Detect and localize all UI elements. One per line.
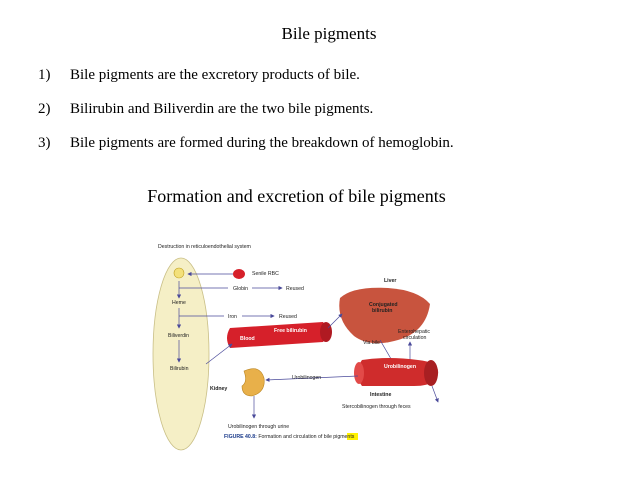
label-reused-2: Reused — [279, 314, 297, 320]
label-conjugated-2: bilirubin — [372, 308, 392, 314]
intestine-shape — [354, 358, 439, 386]
list-text: Bile pigments are formed during the brea… — [70, 135, 454, 151]
blood-vessel-shape — [227, 322, 327, 348]
label-free-bilirubin: Free bilirubin — [274, 328, 307, 334]
label-enterohepatic-2: circulation — [403, 335, 426, 341]
label-urobilinogen-intestine: Urobilinogen — [384, 364, 416, 370]
label-urine: Urobilinogen through urine — [228, 424, 289, 430]
list-number: 2) — [38, 101, 51, 117]
heme-cluster-icon — [173, 267, 185, 279]
label-senile-rbc: Senile RBC — [252, 271, 279, 277]
label-conjugated-1: Conjugated — [369, 302, 398, 308]
caption-pre: Formation and circulation of — [258, 434, 323, 440]
caption-highlight — [347, 433, 358, 440]
list-number: 3) — [38, 135, 51, 151]
label-reused-1: Reused — [286, 286, 304, 292]
label-via-bile: Via bile — [363, 340, 380, 346]
figure-caption: FIGURE 40.8: Formation and circulation o… — [224, 434, 355, 440]
label-blood: Blood — [240, 336, 255, 342]
list-text: Bile pigments are the excretory products… — [70, 67, 360, 83]
list-item: 3) Bile pigments are formed during the b… — [38, 135, 454, 169]
caption-label: FIGURE 40.8: — [224, 434, 257, 440]
list-item: 2) Bilirubin and Biliverdin are the two … — [38, 101, 454, 135]
caption-post: pigments — [332, 434, 355, 440]
figure-header: Destruction in reticuloendothelial syste… — [158, 244, 251, 250]
list-text: Bilirubin and Biliverdin are the two bil… — [70, 101, 374, 117]
list-number: 1) — [38, 67, 51, 83]
kidney-shape — [241, 368, 265, 397]
slide-subtitle: Formation and excretion of bile pigments — [147, 186, 446, 206]
label-globin: Globin — [233, 286, 248, 292]
label-iron: Iron — [228, 314, 237, 320]
label-bilirubin: Bilirubin — [170, 366, 189, 372]
list-item: 1) Bile pigments are the excretory produ… — [38, 67, 454, 101]
label-enterohepatic-1: Enterohepatic — [398, 329, 430, 335]
label-heme: Heme — [172, 300, 186, 306]
label-biliverdin: Biliverdin — [168, 333, 189, 339]
figure-diagram: Destruction in reticuloendothelial syste… — [152, 244, 439, 451]
cell-shape — [152, 257, 210, 451]
label-urobilinogen-mid: Urobilinogen — [292, 375, 321, 381]
label-intestine: Intestine — [370, 392, 391, 398]
caption-highlight-text: bile — [324, 434, 332, 440]
liver-shape — [339, 287, 430, 344]
bile-pigment-figure: Destruction in reticuloendothelial syste… — [148, 236, 448, 451]
label-liver: Liver — [384, 278, 396, 284]
label-stercobilinogen: Stercobilinogen through feces — [342, 404, 411, 410]
slide-title: Bile pigments — [281, 24, 377, 43]
rbc-icon — [233, 269, 245, 279]
bullet-list: 1) Bile pigments are the excretory produ… — [38, 67, 454, 169]
label-kidney: Kidney — [210, 386, 227, 392]
